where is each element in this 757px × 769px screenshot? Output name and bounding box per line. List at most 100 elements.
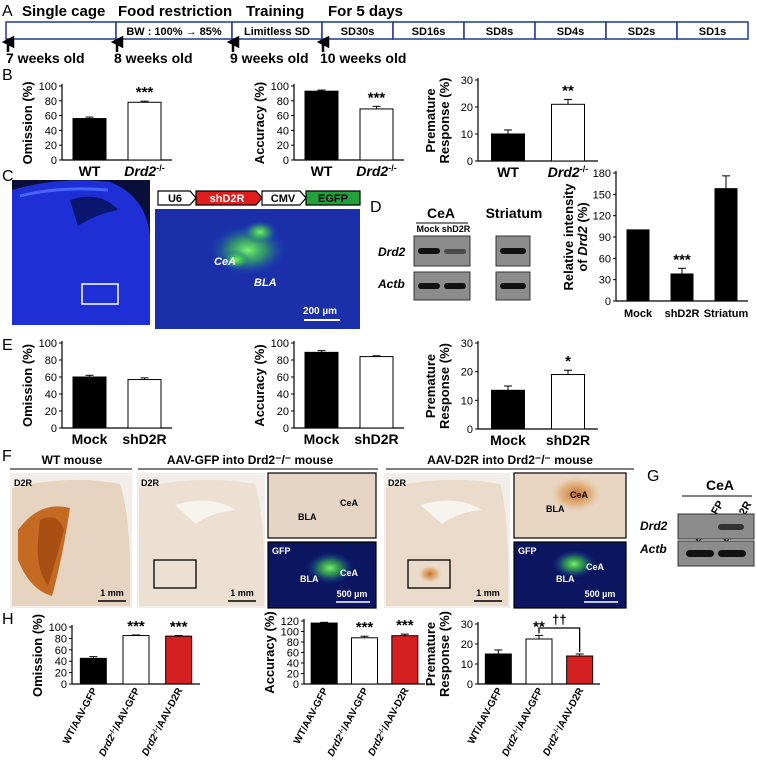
box-sd-label-1: SD16s [412, 26, 446, 38]
y-tick-label: 0 [283, 155, 289, 167]
bar [714, 188, 738, 302]
phase-label-4: For 5 days [328, 3, 403, 20]
y-tick-label: 100 [271, 81, 289, 93]
y-tick-label: 40 [287, 658, 299, 670]
y-axis-label-line: Omission (%) [20, 81, 35, 164]
gene-name: Drd2 [366, 732, 387, 758]
y-axis-label: Accuracy (%) [262, 611, 277, 693]
bar [304, 351, 339, 429]
y-tick-label: 20 [45, 140, 57, 152]
brain-hemisphere-dapi [12, 180, 150, 325]
construct-suffix: /AAV-D2R [154, 686, 186, 732]
y-tick-label: 80 [277, 96, 289, 108]
bar [551, 374, 585, 430]
box-sd-label-0: SD30s [341, 26, 375, 38]
gene-drd2-d: Drd2 [378, 245, 406, 259]
x-tick-label: Striatum [704, 308, 749, 320]
y-tick-label: 60 [277, 111, 289, 123]
panel-a-timeline: A Single cage Food restriction Training … [1, 3, 749, 66]
g-gene-drd2: Drd2 [640, 519, 668, 533]
construct-suffix: /AAV-GFP [111, 686, 143, 732]
y-tick-label: 0 [467, 679, 473, 691]
gene-name: Drd2 [124, 163, 156, 179]
f-scale-d2r-slice: 1 mm [476, 588, 500, 598]
f-scale-d2r-zoom: 500 µm [585, 589, 616, 599]
y-axis-label-line: Omission (%) [20, 344, 35, 427]
y-tick-label: 100 [271, 338, 289, 350]
bar [391, 635, 419, 685]
gene-name: Drd2 [541, 732, 562, 758]
y-axis-label: PrematureResponse (%) [423, 343, 452, 429]
y-axis-label: Accuracy (%) [252, 344, 267, 426]
x-tick-label: WT [311, 163, 333, 179]
y-tick-label: 100 [39, 338, 57, 350]
f-gfp-label-1: GFP [272, 546, 291, 556]
y-axis-label-line: of Drd2 (%) [575, 202, 590, 271]
bar [72, 376, 107, 429]
f-gfp-bla-2: BLA [556, 574, 575, 584]
y-tick-label: 20 [461, 102, 473, 114]
bar [127, 101, 162, 161]
f-title-d2r: AAV-D2R into Drd2⁻/⁻ mouse [427, 453, 593, 467]
scale-label-c: 200 µm [303, 306, 337, 317]
genotype-superscript: -/- [511, 726, 521, 736]
phase-label-1: Single cage [22, 3, 105, 20]
y-tick-label: 10 [461, 129, 473, 141]
bar [566, 655, 594, 685]
age-7: 7 weeks old [6, 50, 85, 66]
f-stain-gfp-slice: D2R [141, 478, 160, 488]
x-tick-label: shD2R [546, 432, 590, 448]
x-tick-label: Mock [490, 432, 526, 448]
gene-name: Drd2 [97, 733, 118, 759]
bar [310, 622, 338, 685]
y-tick-label: 150 [593, 189, 611, 201]
construct-shd2r: shD2R [210, 193, 245, 205]
bar [359, 108, 394, 161]
x-tick-label: WT [497, 164, 519, 180]
f-gfp-cea-1: CeA [340, 568, 359, 578]
panel-g-gel: CeA AAV-GFP AAV-D2R Drd2 Actb [639, 477, 755, 567]
region-cea: CeA [214, 256, 236, 268]
f-gfp-label-2: GFP [518, 546, 537, 556]
timeline-box-sd-5 [676, 21, 749, 40]
y-axis-label-line: Premature [423, 354, 438, 418]
bar [670, 273, 694, 302]
y-tick-label: 0 [467, 424, 473, 436]
significance-label: *** [396, 617, 414, 634]
y-tick-label: 20 [461, 367, 473, 379]
genotype-superscript: -/- [377, 726, 387, 736]
panel-f: WT mouse AAV-GFP into Drd2⁻/⁻ mouse AAV-… [10, 453, 634, 609]
y-axis-label-line: Omission (%) [30, 614, 45, 697]
y-tick-label: 100 [281, 627, 299, 639]
y-tick-label: 60 [287, 648, 299, 660]
y-tick-label: 80 [277, 355, 289, 367]
bar [304, 90, 339, 161]
y-tick-label: 60 [599, 253, 611, 265]
f-title-gfp: AAV-GFP into Drd2⁻/⁻ mouse [167, 453, 334, 467]
construct-suffix: /AAV-GFP [514, 686, 546, 732]
y-tick-label: 30 [461, 619, 473, 631]
bar [484, 653, 512, 685]
x-tick-label: WT/AAV-GFP [466, 686, 505, 746]
panel-label-f: F [2, 448, 12, 465]
age-9: 9 weeks old [230, 50, 309, 66]
f-zoom-gfp-cea: CeA [340, 498, 359, 508]
y-axis-label: Accuracy (%) [252, 82, 267, 164]
f-gfp-cea-2: CeA [586, 562, 605, 572]
y-tick-label: 20 [277, 140, 289, 152]
construct-u6: U6 [168, 193, 182, 205]
y-tick-label: 0 [51, 423, 57, 435]
panel-label-g: G [647, 468, 659, 485]
construct-cmv: CMV [271, 193, 296, 205]
box-limitless: Limitless SD [244, 26, 310, 38]
genotype-superscript: -/- [388, 163, 397, 173]
panel-label-b: B [2, 67, 13, 84]
box-bw: BW : 100% → 85% [126, 26, 222, 38]
y-tick-label: 10 [461, 395, 473, 407]
y-axis-label: PrematureResponse (%) [423, 611, 452, 697]
y-tick-label: 30 [599, 275, 611, 287]
